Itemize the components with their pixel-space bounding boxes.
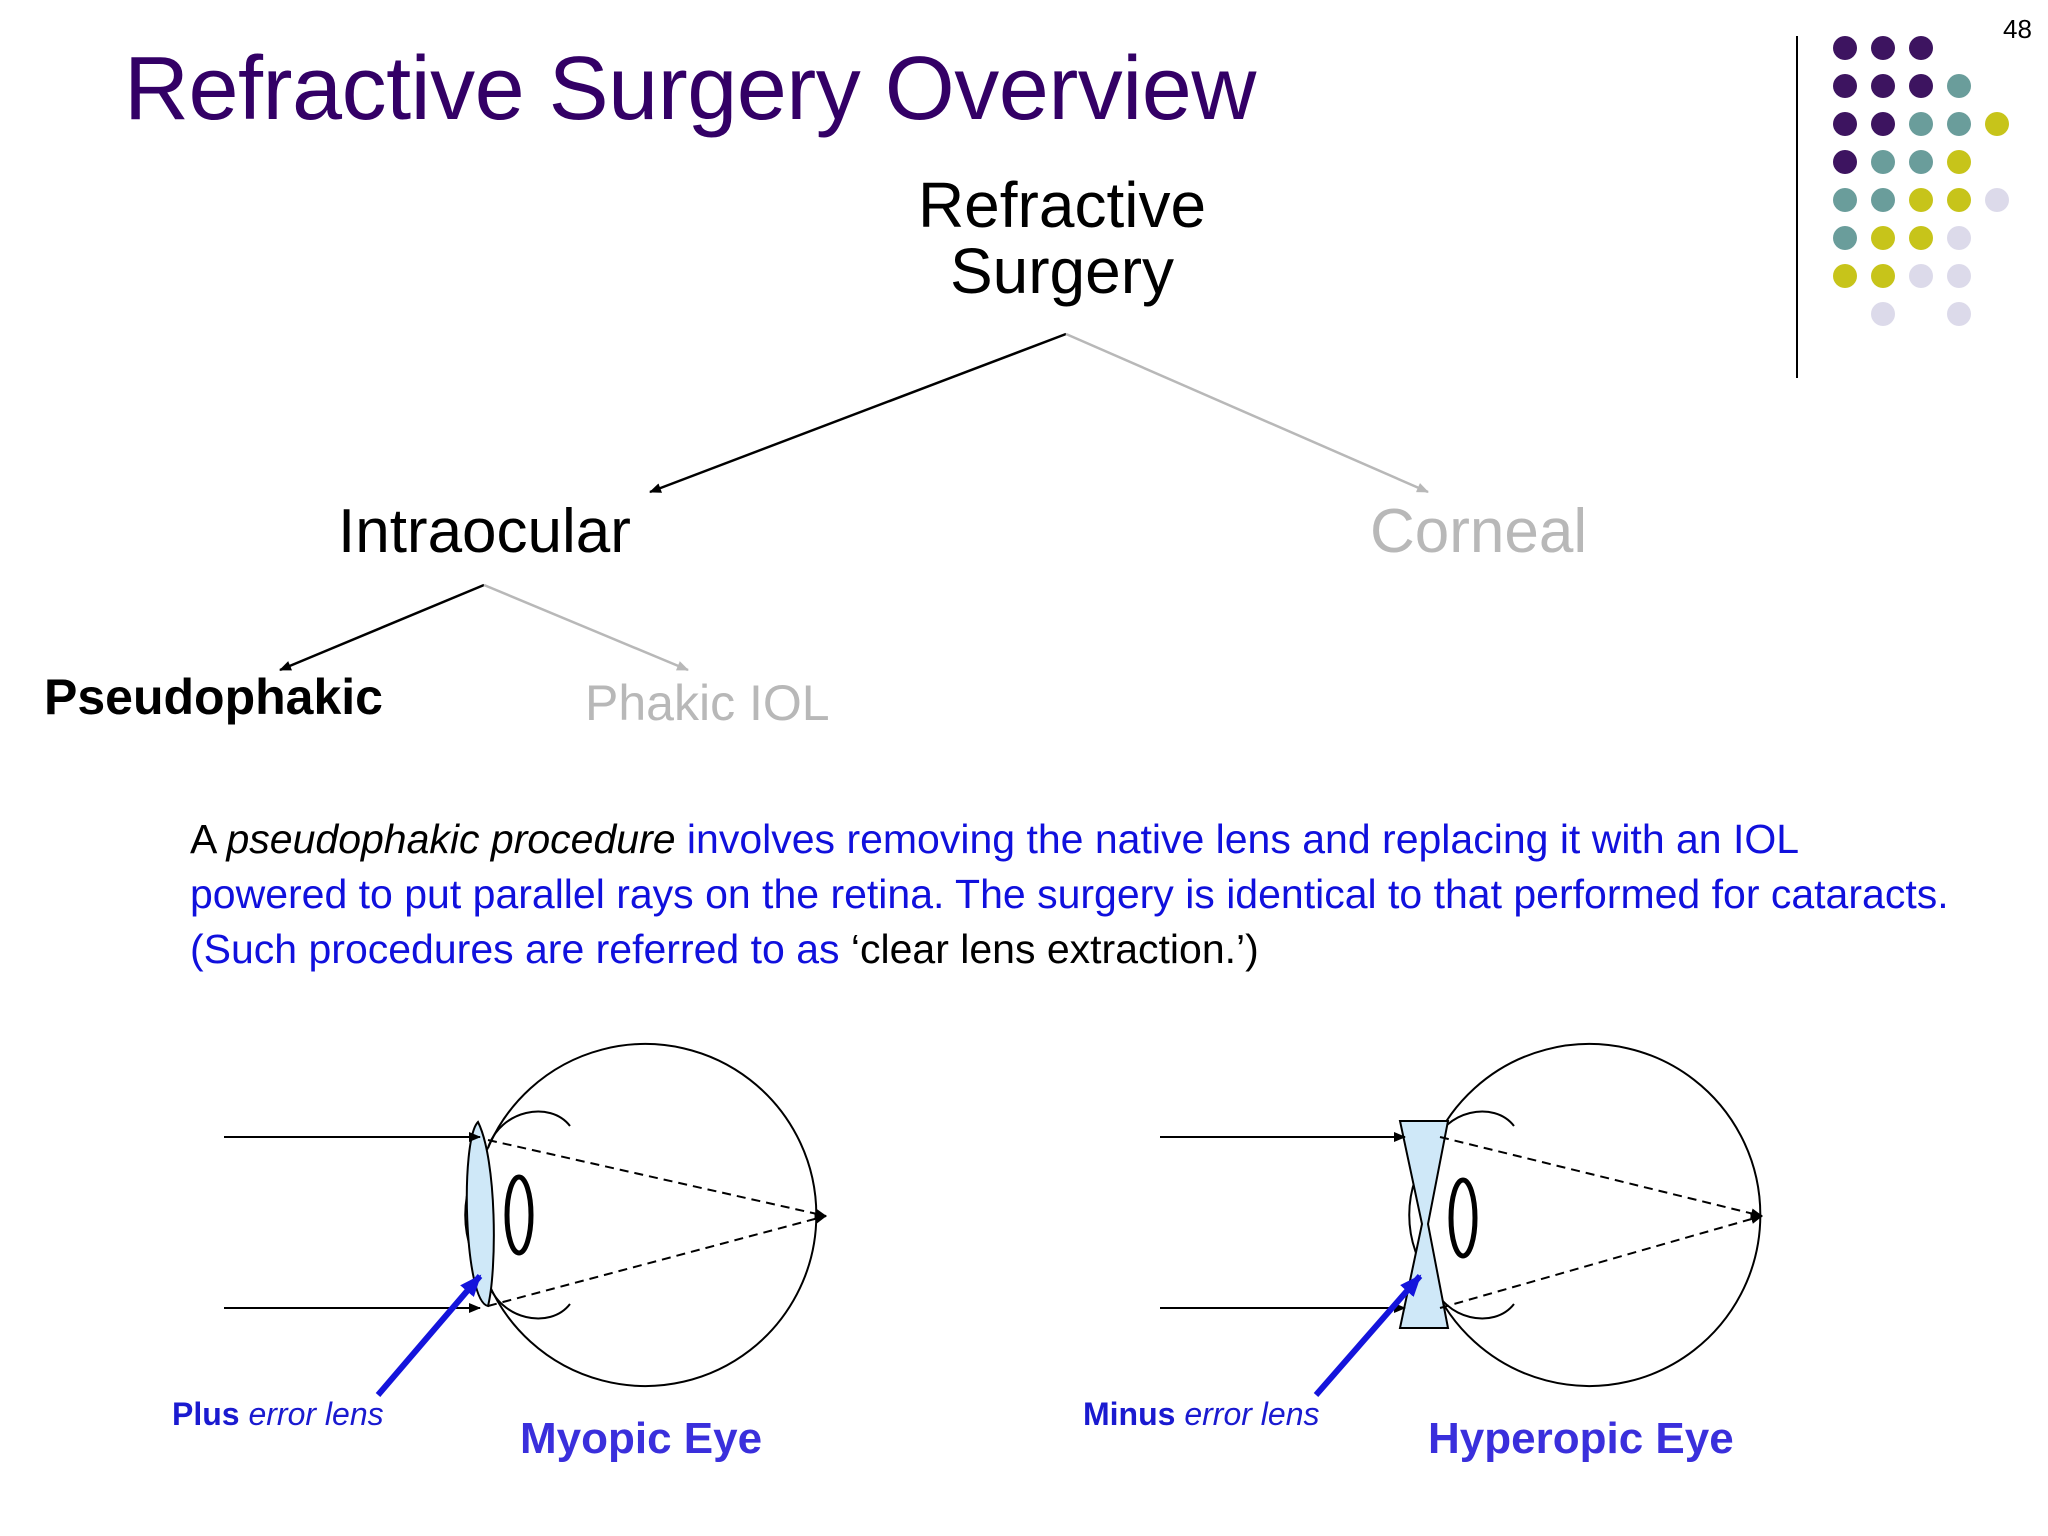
- decorative-dot: [1985, 188, 2009, 212]
- hyperopic-eyeball-outline: [1431, 1043, 1762, 1387]
- myopic-eye-caption: Myopic Eye: [520, 1414, 763, 1463]
- description-quote: ‘clear lens extraction.’): [850, 926, 1259, 972]
- decorative-dot: [1909, 226, 1933, 250]
- decorative-dot: [1871, 36, 1895, 60]
- decorative-dot: [1833, 188, 1857, 212]
- tree-node-refractive-surgery: Refractive Surgery: [917, 169, 1207, 307]
- decorative-dot: [1985, 112, 2009, 136]
- tree-node-phakic-iol: Phakic IOL: [585, 675, 830, 731]
- slide-number: 48: [2003, 14, 2032, 44]
- hyperopic-lens-pointer-arrow: [1313, 1274, 1423, 1397]
- connector-intraocular-to-pseudophakic: [279, 583, 485, 672]
- hyperopic-refracted-ray-bottom: [1439, 1214, 1763, 1309]
- decorative-dot: [1871, 188, 1895, 212]
- plus-lens-label-rest: error lens: [239, 1396, 384, 1432]
- myopic-iris-lower: [487, 1281, 571, 1320]
- hyperopic-native-lens: [1448, 1177, 1478, 1259]
- myopic-lens-pointer-arrow: [375, 1274, 483, 1397]
- decorative-dot: [1871, 112, 1895, 136]
- decorative-dot: [1909, 264, 1933, 288]
- decorative-dot: [1947, 188, 1971, 212]
- decorative-dot: [1947, 302, 1971, 326]
- decorative-dot: [1947, 150, 1971, 174]
- tree-node-corneal: Corneal: [1370, 497, 1588, 566]
- decorative-dot: [1947, 264, 1971, 288]
- decorative-dot: [1909, 150, 1933, 174]
- decorative-dot: [1871, 226, 1895, 250]
- myopic-iris-upper: [487, 1110, 571, 1149]
- decorative-dot: [1833, 150, 1857, 174]
- connector-root-to-intraocular: [649, 332, 1067, 494]
- hyperopic-minus-lens: [1398, 1120, 1450, 1329]
- decorative-dot: [1833, 226, 1857, 250]
- minus-lens-label-strong: Minus: [1083, 1396, 1176, 1432]
- connector-root-to-corneal: [1065, 332, 1429, 494]
- myopic-eye-diagram: [224, 1043, 827, 1397]
- decorative-dot: [1833, 36, 1857, 60]
- description-term: pseudophakic procedure: [226, 816, 676, 862]
- decorative-dot: [1871, 150, 1895, 174]
- decorative-dot: [1947, 112, 1971, 136]
- decorative-dot: [1909, 74, 1933, 98]
- decorative-dot: [1871, 302, 1895, 326]
- description-paragraph: A pseudophakic procedure involves removi…: [190, 812, 1950, 977]
- hyperopic-eye-diagram: [1160, 1043, 1763, 1397]
- decorative-dot: [1871, 264, 1895, 288]
- decorative-dot: [1833, 264, 1857, 288]
- decorative-dot: [1909, 188, 1933, 212]
- decorative-dot: [1909, 36, 1933, 60]
- decorative-dot: [1833, 112, 1857, 136]
- decorative-dot: [1833, 74, 1857, 98]
- description-lead: A: [190, 816, 227, 862]
- myopic-refracted-ray-top: [487, 1139, 827, 1219]
- description-body: involves removing the native lens and re…: [190, 816, 1949, 972]
- decorative-dot-grid: [1833, 36, 2009, 326]
- decorative-dot: [1947, 226, 1971, 250]
- tree-node-pseudophakic: Pseudophakic: [44, 669, 383, 725]
- connector-intraocular-to-phakic: [483, 583, 689, 672]
- myopic-refracted-ray-bottom: [487, 1213, 827, 1307]
- myopic-plus-lens: [465, 1120, 495, 1308]
- myopic-eyeball-outline: [487, 1043, 818, 1387]
- hyperopic-eye-caption: Hyperopic Eye: [1428, 1414, 1734, 1463]
- decorative-dot: [1871, 74, 1895, 98]
- hyperopic-refracted-ray-top: [1439, 1136, 1763, 1219]
- myopic-native-lens: [504, 1174, 534, 1256]
- minus-lens-label-rest: error lens: [1175, 1396, 1320, 1432]
- plus-lens-label: Plus error lens: [172, 1396, 384, 1433]
- minus-lens-label: Minus error lens: [1083, 1396, 1319, 1433]
- tree-node-intraocular: Intraocular: [338, 497, 631, 566]
- decorative-dot: [1909, 112, 1933, 136]
- page-title: Refractive Surgery Overview: [124, 39, 1256, 139]
- plus-lens-label-strong: Plus: [172, 1396, 240, 1432]
- decorative-dot: [1947, 74, 1971, 98]
